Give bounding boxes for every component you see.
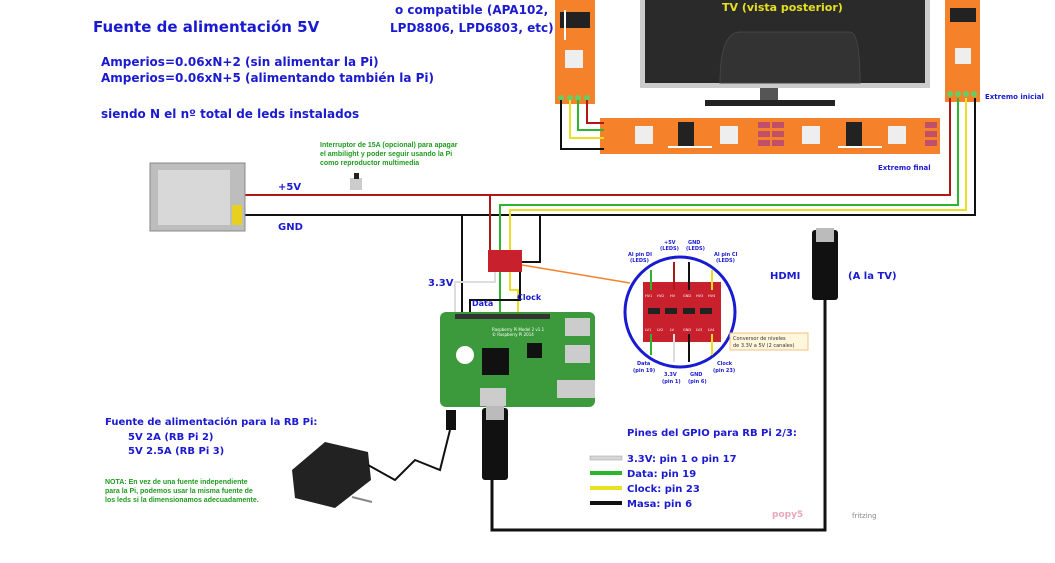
conv-bottom-3: GND: [690, 372, 702, 378]
pin-hv: HV: [670, 294, 676, 298]
pin-lv1: LV1: [645, 328, 651, 332]
conv-bottom-3b: (pin 6): [688, 379, 707, 385]
legend-swatch-3v3: [589, 455, 623, 461]
conv-top-3b: (LEDS): [686, 246, 705, 252]
converter-caption-1: Conversor de niveles: [733, 336, 786, 342]
conv-bottom-2b: (pin 1): [662, 379, 681, 385]
zoom-arrow: [521, 264, 631, 284]
pin-gnd-bottom: GND: [683, 328, 691, 332]
label-data: Data: [472, 299, 493, 308]
hdmi-target: (A la TV): [848, 271, 897, 282]
note-n: siendo N el nº total de leds instalados: [101, 107, 359, 121]
compatible-1: o compatible (APA102,: [395, 3, 548, 17]
pin-hv3: HV3: [696, 294, 703, 298]
legend-swatch-gnd: [590, 501, 622, 505]
legend-swatch-data: [590, 471, 622, 475]
legend-gnd: Masa: pin 6: [627, 499, 692, 510]
power-switch[interactable]: [350, 173, 362, 190]
conv-bottom-4b: (pin 23): [713, 368, 735, 374]
conv-top-1b: (LEDS): [630, 258, 649, 264]
diagram-title: Fuente de alimentación 5V: [93, 18, 320, 36]
formula-1: Amperios=0.06xN+2 (sin alimentar la Pi): [101, 55, 379, 69]
strip-wires: [560, 100, 604, 150]
pin-lv4: LV4: [708, 328, 715, 332]
conv-top-2: +5V: [664, 240, 676, 246]
conv-bottom-1: Data: [637, 361, 650, 367]
pi-power-note-3: los leds si la dimensionamos adecuadamen…: [105, 497, 259, 504]
switch-note-3: como reproductor multimedia: [320, 160, 419, 167]
gpio-title: Pines del GPIO para RB Pi 2/3:: [627, 428, 797, 439]
pi-model: Raspberry Pi Model 2 v1.1: [492, 327, 545, 332]
conv-top-4b: (LEDS): [716, 258, 735, 264]
pi-power-2: 5V 2.5A (RB Pi 3): [128, 446, 224, 457]
pi-power-adapter: [292, 410, 456, 508]
pi-power-note-1: NOTA: En vez de una fuente independiente: [105, 479, 248, 486]
author-credit: popy5: [772, 510, 803, 520]
power-supply-5v: [149, 162, 246, 232]
converter-detail: HV1 HV2 HV GND HV3 HV4 LV1 LV2 LV GND LV…: [623, 240, 738, 385]
conv-bottom-4: Clock: [717, 361, 733, 367]
pin-lv3: LV3: [696, 328, 702, 332]
pi-power-title: Fuente de alimentación para la RB Pi:: [105, 416, 317, 428]
hdmi-cable: [482, 228, 838, 532]
converter-caption: Conversor de niveles de 3.3V a 5V (2 can…: [729, 332, 809, 351]
legend-data: Data: pin 19: [627, 469, 696, 480]
label-5v: +5V: [278, 182, 301, 193]
conv-bottom-1b: (pin 19): [633, 368, 655, 374]
legend-clock: Clock: pin 23: [627, 484, 700, 495]
switch-note-1: Interruptor de 15A (opcional) para apaga…: [320, 142, 458, 149]
converter-caption-2: de 3.3V a 5V (2 canales): [733, 343, 794, 349]
label-gnd: GND: [278, 222, 303, 233]
pin-lv2: LV2: [657, 328, 663, 332]
hdmi-label: HDMI: [770, 271, 800, 282]
compatible-2: LPD8806, LPD6803, etc): [390, 21, 554, 35]
pi-power-note-2: para la Pi, podemos usar la misma fuente…: [105, 488, 253, 495]
label-3v3: 3.3V: [428, 278, 454, 289]
conv-top-2b: (LEDS): [660, 246, 679, 252]
pin-hv4: HV4: [708, 294, 716, 298]
raspberry-pi: Raspberry Pi Model 2 v1.1 © Raspberry Pi…: [440, 312, 595, 407]
strip-end-label: Extremo final: [878, 164, 931, 172]
gpio-legend: 3.3V: pin 1 o pin 17 Data: pin 19 Clock:…: [589, 454, 737, 510]
formula-2: Amperios=0.06xN+5 (alimentando también l…: [101, 71, 434, 85]
switch-note-2: el ambilight y poder seguir usando la Pi: [320, 151, 452, 158]
legend-3v3: 3.3V: pin 1 o pin 17: [627, 454, 737, 465]
pi-copyright: © Raspberry Pi 2014: [492, 332, 534, 337]
fritzing-credit: fritzing: [852, 512, 877, 520]
label-clock: Clock: [517, 293, 542, 302]
pi-power-1: 5V 2A (RB Pi 2): [128, 432, 214, 443]
strip-start-label: Extremo inicial: [985, 93, 1044, 101]
conv-top-4: Al pin CI: [714, 252, 738, 258]
conv-top-1: Al pin DI: [628, 252, 652, 258]
legend-swatch-clock: [590, 486, 622, 490]
tv-back: TV (vista posterior): [640, 0, 930, 106]
conv-bottom-2: 3.3V: [664, 372, 677, 378]
pin-hv2: HV2: [657, 294, 664, 298]
led-strip-left: [555, 0, 595, 104]
pin-gnd-top: GND: [683, 294, 691, 298]
tv-label: TV (vista posterior): [722, 1, 843, 14]
pin-lv: LV: [670, 328, 675, 332]
led-strip-right: [945, 0, 980, 102]
led-strip-bottom: [600, 118, 940, 154]
power-wires: [245, 98, 976, 312]
pin-hv1: HV1: [645, 294, 652, 298]
level-converter: [488, 250, 522, 272]
conv-top-3: GND: [688, 240, 700, 246]
